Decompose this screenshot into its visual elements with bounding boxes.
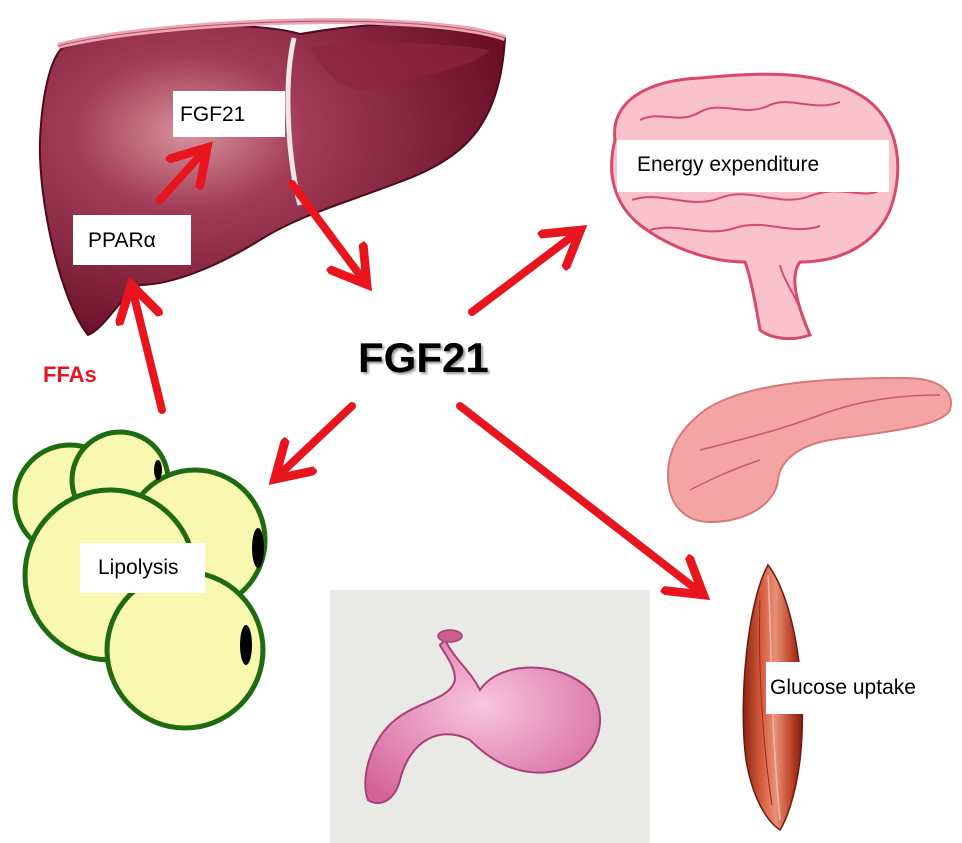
arrow-fgf21-to-brain	[472, 232, 578, 312]
stomach-illustration	[330, 590, 650, 843]
ffas-label: FFAs	[43, 362, 97, 388]
lipolysis-label: Lipolysis	[80, 543, 205, 593]
ppar-alpha-label: PPARα	[73, 215, 191, 265]
glucose-uptake-label: Glucose uptake	[766, 662, 958, 714]
brain-illustration	[612, 74, 898, 338]
liver-fgf21-label: FGF21	[173, 91, 285, 137]
liver-illustration	[40, 21, 505, 335]
arrow-fgf21-to-muscle	[460, 406, 701, 593]
center-fgf21-label: FGF21	[358, 334, 489, 382]
pancreas-illustration	[668, 378, 951, 522]
arrow-adipose-to-liver	[132, 288, 162, 410]
arrow-fgf21-to-adipose	[277, 406, 352, 477]
energy-expenditure-label: Energy expenditure	[617, 140, 889, 192]
